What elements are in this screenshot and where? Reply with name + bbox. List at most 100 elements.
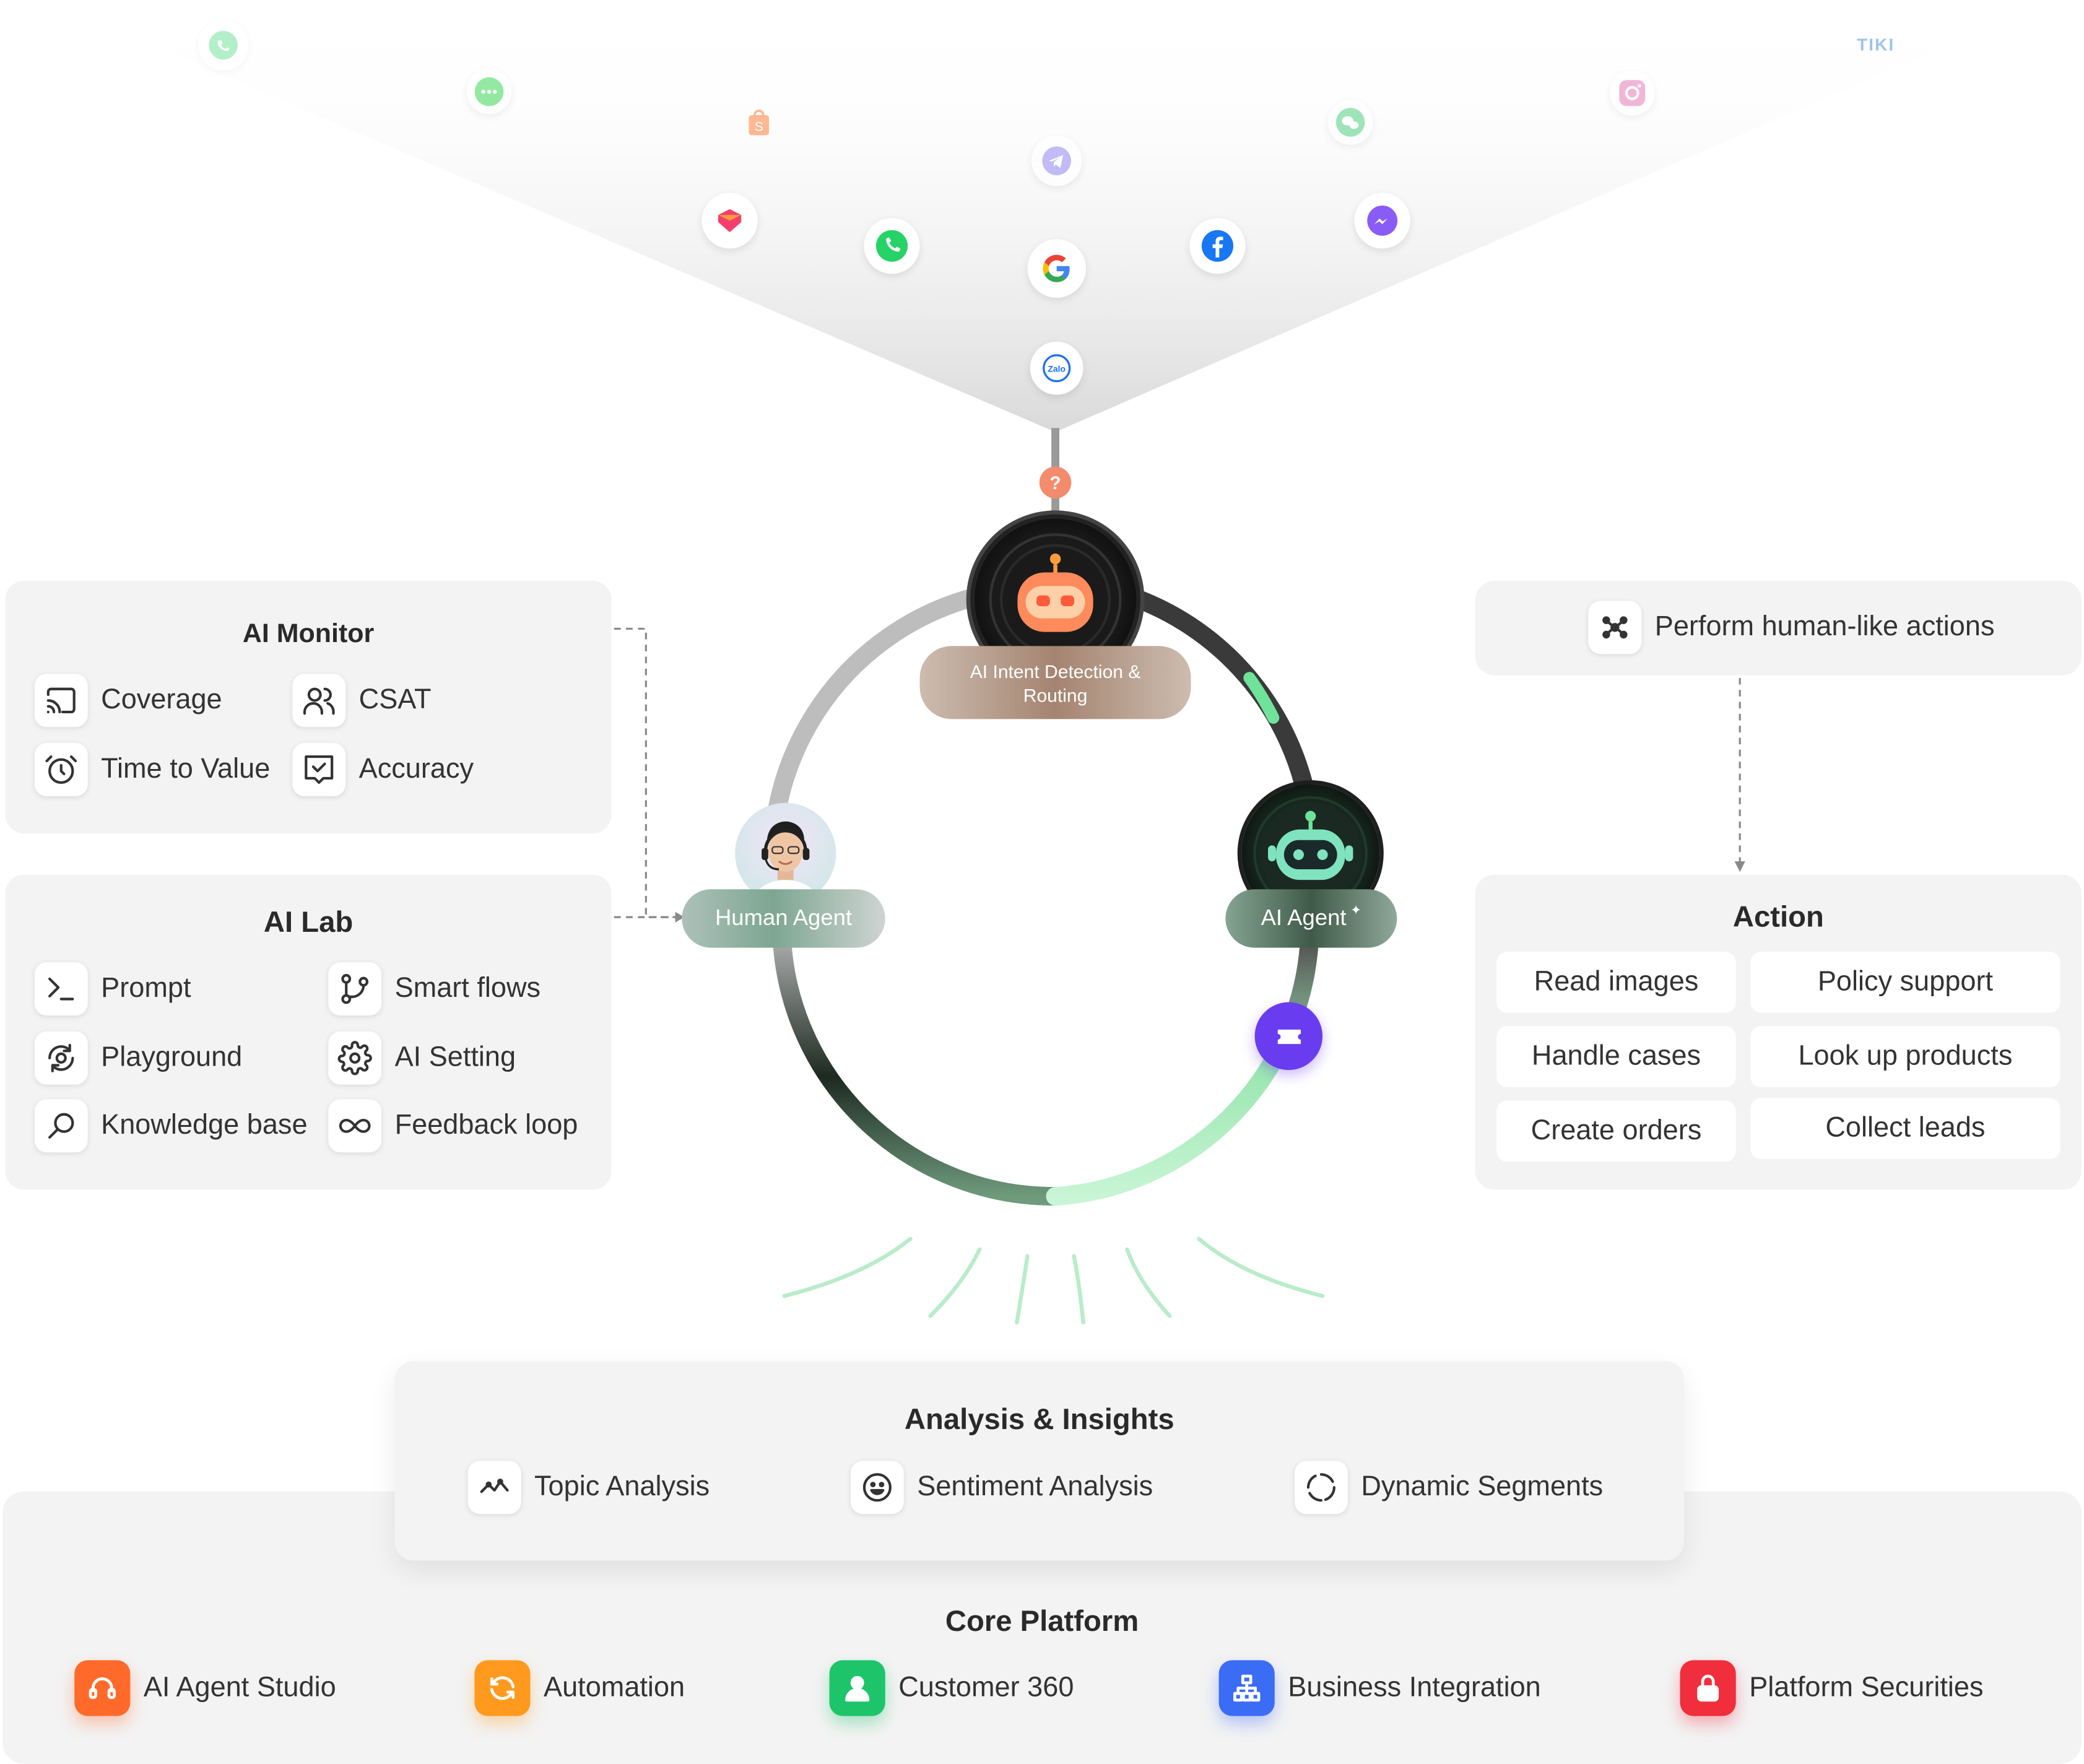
ai-monitor-title: AI Monitor bbox=[242, 619, 375, 649]
user-icon bbox=[829, 1660, 885, 1716]
analysis-label: Sentiment Analysis bbox=[917, 1471, 1153, 1502]
metric-time-to-value[interactable]: Time to Value bbox=[34, 743, 271, 796]
shopee-icon: S bbox=[736, 100, 781, 145]
search-icon bbox=[34, 1099, 88, 1153]
ai-agent-label-text: AI Agent bbox=[1261, 905, 1347, 931]
facebook-icon bbox=[1189, 218, 1246, 274]
svg-text:Zalo: Zalo bbox=[1048, 363, 1066, 373]
core-label: Platform Securities bbox=[1749, 1672, 1984, 1703]
metric-csat[interactable]: CSAT bbox=[292, 674, 432, 728]
lab-prompt[interactable]: Prompt bbox=[34, 962, 191, 1016]
lazada-icon bbox=[701, 193, 758, 249]
metric-label: Time to Value bbox=[101, 754, 271, 784]
core-platform-securities[interactable]: Platform Securities bbox=[1680, 1660, 1984, 1716]
robot-icon bbox=[1253, 796, 1368, 911]
lab-knowledge-base[interactable]: Knowledge base bbox=[34, 1099, 308, 1153]
action-collect-leads[interactable]: Collect leads bbox=[1750, 1098, 2060, 1160]
sparkle-nodes-icon bbox=[1588, 601, 1642, 654]
zalo-icon: Zalo bbox=[1030, 341, 1083, 395]
lab-feedback-loop[interactable]: Feedback loop bbox=[328, 1099, 578, 1153]
action-handle-cases[interactable]: Handle cases bbox=[1496, 1026, 1736, 1088]
lab-label: AI Setting bbox=[394, 1042, 516, 1073]
analysis-title: Analysis & Insights bbox=[904, 1402, 1174, 1436]
core-label: Automation bbox=[544, 1672, 685, 1703]
ai-lab-title: AI Lab bbox=[263, 905, 354, 939]
action-read-images[interactable]: Read images bbox=[1496, 952, 1736, 1013]
chat-icon bbox=[466, 69, 512, 115]
analysis-label: Dynamic Segments bbox=[1361, 1471, 1604, 1502]
action-title: Action bbox=[1732, 900, 1824, 934]
messenger-icon bbox=[1354, 193, 1410, 249]
action-policy-support[interactable]: Policy support bbox=[1750, 952, 2060, 1013]
circle-segments-icon bbox=[1294, 1461, 1348, 1514]
phone-icon bbox=[864, 218, 920, 274]
gear-icon bbox=[328, 1031, 382, 1085]
metric-accuracy[interactable]: Accuracy bbox=[292, 743, 474, 796]
users-icon bbox=[292, 674, 346, 728]
lab-label: Playground bbox=[101, 1042, 243, 1073]
terminal-icon bbox=[34, 962, 88, 1016]
git-branch-icon bbox=[328, 962, 382, 1016]
core-automation[interactable]: Automation bbox=[474, 1660, 685, 1716]
headset-icon bbox=[74, 1660, 131, 1716]
trend-icon bbox=[467, 1461, 521, 1514]
ticket-icon bbox=[1254, 1002, 1323, 1071]
alarm-clock-icon bbox=[34, 743, 88, 796]
intent-label: AI Intent Detection & Routing bbox=[919, 646, 1191, 719]
lab-playground[interactable]: Playground bbox=[34, 1031, 243, 1085]
ai-monitor-panel: AI Monitor Coverage CSAT Time to Value A… bbox=[5, 581, 612, 834]
core-ai-agent-studio[interactable]: AI Agent Studio bbox=[74, 1660, 336, 1716]
metric-label: CSAT bbox=[358, 684, 432, 715]
channel-funnel bbox=[79, 13, 2021, 1325]
action-panel: Action Read images Policy support Handle… bbox=[1475, 874, 2082, 1190]
core-customer-360[interactable]: Customer 360 bbox=[829, 1660, 1074, 1716]
telegram-icon bbox=[1031, 135, 1082, 186]
perform-human-like-actions[interactable]: Perform human-like actions bbox=[1588, 601, 1995, 654]
robot-icon bbox=[989, 533, 1122, 666]
whatsapp-icon bbox=[198, 20, 249, 71]
metric-coverage[interactable]: Coverage bbox=[34, 674, 222, 728]
refresh-eye-icon bbox=[34, 1031, 88, 1085]
ai-lab-panel: AI Lab Prompt Smart flows Playground AI … bbox=[5, 874, 612, 1190]
tiki-icon: TIKI bbox=[1857, 34, 1895, 55]
question-icon: ? bbox=[1039, 466, 1072, 499]
analysis-topic[interactable]: Topic Analysis bbox=[467, 1461, 710, 1514]
wechat-icon bbox=[1327, 100, 1373, 146]
lab-label: Prompt bbox=[101, 973, 191, 1004]
perform-label: Perform human-like actions bbox=[1654, 611, 1995, 642]
analysis-sentiment[interactable]: Sentiment Analysis bbox=[850, 1461, 1153, 1514]
core-label: Customer 360 bbox=[898, 1672, 1074, 1703]
human-agent-label: Human Agent bbox=[682, 889, 885, 948]
ai-agent-label: AI Agent ✦ bbox=[1225, 889, 1397, 948]
action-create-orders[interactable]: Create orders bbox=[1496, 1100, 1736, 1162]
core-business-integration[interactable]: Business Integration bbox=[1218, 1660, 1541, 1716]
analysis-label: Topic Analysis bbox=[534, 1471, 710, 1502]
cast-icon bbox=[34, 674, 88, 728]
core-label: Business Integration bbox=[1288, 1672, 1541, 1703]
smiley-icon bbox=[850, 1461, 904, 1514]
analysis-panel: Analysis & Insights Topic Analysis Senti… bbox=[394, 1361, 1684, 1561]
check-square-icon bbox=[292, 743, 346, 796]
core-platform-title: Core Platform bbox=[945, 1604, 1139, 1638]
lab-label: Feedback loop bbox=[394, 1110, 578, 1141]
sync-icon bbox=[474, 1660, 531, 1716]
core-platform-panel: Core Platform AI Agent Studio Automation… bbox=[2, 1491, 2082, 1764]
lab-ai-setting[interactable]: AI Setting bbox=[328, 1031, 516, 1085]
google-icon bbox=[1027, 239, 1086, 298]
perform-panel: Perform human-like actions bbox=[1475, 581, 2082, 676]
sparkle-icon: ✦ bbox=[1350, 903, 1362, 918]
core-label: AI Agent Studio bbox=[143, 1672, 336, 1703]
lab-smart-flows[interactable]: Smart flows bbox=[328, 962, 541, 1016]
instagram-icon bbox=[1609, 70, 1655, 116]
lab-label: Smart flows bbox=[394, 973, 541, 1004]
metric-label: Accuracy bbox=[358, 754, 474, 784]
svg-text:S: S bbox=[755, 119, 763, 134]
analysis-dynamic-segments[interactable]: Dynamic Segments bbox=[1294, 1461, 1604, 1514]
metric-label: Coverage bbox=[101, 684, 222, 715]
lab-label: Knowledge base bbox=[101, 1110, 308, 1141]
action-look-up-products[interactable]: Look up products bbox=[1750, 1026, 2060, 1088]
infinity-icon bbox=[328, 1099, 382, 1153]
lock-icon bbox=[1680, 1660, 1736, 1716]
human-agent-avatar bbox=[735, 802, 836, 904]
